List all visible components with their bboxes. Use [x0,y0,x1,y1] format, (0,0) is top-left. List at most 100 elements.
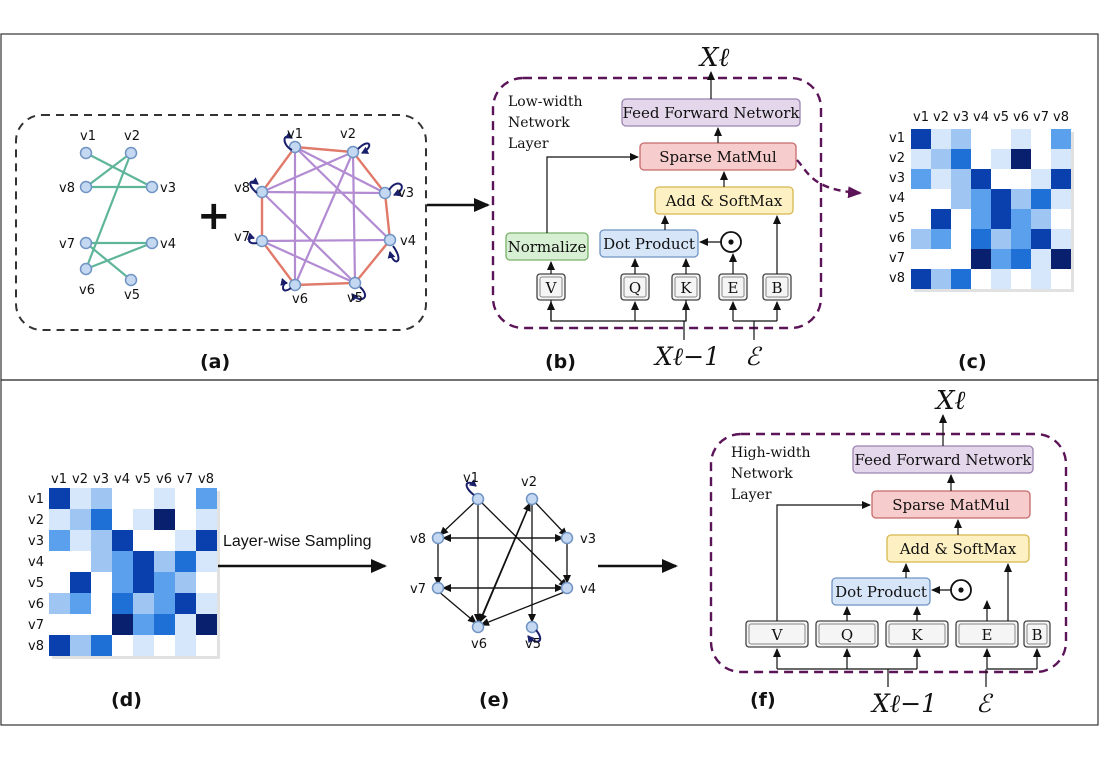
label-r-v7: v7 [234,230,250,245]
high-input-e: E [982,626,993,644]
layer-wise-sampling-label: Layer-wise Sampling [223,533,372,550]
high-width-title: High-width Network Layer [731,445,815,503]
heatmap-d-cell [70,530,91,551]
high-dot-block [831,577,931,606]
heatmap-d-cell [154,509,175,530]
svg-text:v5: v5 [28,576,44,591]
label-v2: v2 [124,129,140,144]
heatmap-d-row-labels: v1 v2 v3 v4 v5 v6 v7 v8 [28,492,44,654]
low-sparse-label: Sparse MatMul [659,148,777,166]
heatmap-d-cell [133,551,154,572]
low-ffn-label: Feed Forward Network [623,104,801,122]
heatmap-c-row-labels: v1 v2 v3 v4 v5 v6 v7 v8 [889,131,905,286]
graph-a-left-nodes [79,146,159,287]
heatmap-d-cell [196,635,217,656]
heatmap-c-cell [911,269,931,289]
heatmap-c-cell [931,269,951,289]
heatmap-c-cell [911,229,931,249]
svg-text:v2: v2 [889,151,905,166]
heatmap-d-cell [112,488,133,509]
label-r-v5: v5 [347,291,363,306]
heatmap-d-cell [49,593,70,614]
svg-text:v5: v5 [993,110,1009,125]
heatmap-d-cell [196,509,217,530]
panel-f: High-width Network Layer Xℓ Feed Forward… [709,386,1068,718]
heatmap-c-cell [1031,129,1051,149]
heatmap-d-cell [112,593,133,614]
heatmap-c-cell [971,269,991,289]
heatmap-d-cell [175,635,196,656]
heatmap-c-cell [911,249,931,269]
heatmap-c-cell [1031,249,1051,269]
heatmap-d-cell [70,488,91,509]
label-v7: v7 [59,237,75,252]
heatmap-d-cell [49,530,70,551]
svg-text:v1: v1 [28,492,44,507]
high-ffn-label: Feed Forward Network [855,451,1033,469]
svg-text:v4: v4 [114,472,130,487]
heatmap-c-cell [1051,209,1071,229]
heatmap-d-cell [196,551,217,572]
svg-text:v3: v3 [953,110,969,125]
low-input-e-script: ℰ [745,342,763,371]
panel-label-c: (c) [958,351,987,373]
heatmap-c-cell [1031,229,1051,249]
heatmap-d-cell [175,488,196,509]
graph-a-right: v1 v2 v3 v4 v5 v6 v7 v8 [234,127,416,307]
heatmap-d-cell [112,551,133,572]
svg-text:v2: v2 [28,513,44,528]
svg-text:v4: v4 [973,110,989,125]
panel-e: v1 v2 v3 v4 v5 v6 v7 v8 (e) [410,471,596,711]
heatmap-c-cell [911,169,931,189]
low-dot-block [599,229,699,258]
svg-text:v1: v1 [913,110,929,125]
svg-text:v6: v6 [889,231,905,246]
heatmap-c-cell [971,189,991,209]
heatmap-d-cell [112,509,133,530]
heatmap-c-cell [971,229,991,249]
heatmap-d-cell [133,509,154,530]
heatmap-c-cell [1031,269,1051,289]
heatmap-c-cell [951,169,971,189]
node-v7 [79,236,93,250]
heatmap-d-cell [196,530,217,551]
high-inputs: V Q K E B [745,620,1051,648]
heatmap-d-cell [154,614,175,635]
heatmap-d-cell [154,593,175,614]
heatmap-c-cell [991,269,1011,289]
heatmap-c-cell [1011,209,1031,229]
label-v4: v4 [160,237,176,252]
label-v3: v3 [160,181,176,196]
heatmap-d-cell [70,572,91,593]
label-v1: v1 [80,129,96,144]
svg-text:v6: v6 [156,472,172,487]
heatmap-d-cell [112,530,133,551]
label-r-v8: v8 [234,181,250,196]
heatmap-d-cell [112,572,133,593]
node-v1 [79,146,93,160]
svg-text:v2: v2 [933,110,949,125]
heatmap-c-cell [1011,189,1031,209]
heatmap-d-cell [91,551,112,572]
low-input-e: E [728,279,739,297]
heatmap-c-cell [951,129,971,149]
high-input-x: Xℓ−1 [870,689,937,718]
svg-text:v3: v3 [889,171,905,186]
svg-text:v2: v2 [72,472,88,487]
heatmap-c-cell [951,189,971,209]
panel-label-b: (b) [545,351,576,373]
label-v8: v8 [59,181,75,196]
heatmap-c-cell [1051,269,1071,289]
plus-sign: + [197,193,231,239]
heatmap-c-cell [931,149,951,169]
label-e-v1: v1 [463,471,479,486]
high-input-b: B [1031,626,1042,644]
heatmap-c-cell [1011,229,1031,249]
svg-text:v6: v6 [28,597,44,612]
heatmap-c-cell [1031,169,1051,189]
high-dot-label: Dot Product [835,583,927,601]
heatmap-d-cell [154,635,175,656]
label-e-v4: v4 [580,582,596,597]
heatmap-c-cell [951,249,971,269]
svg-text:v7: v7 [28,618,44,633]
